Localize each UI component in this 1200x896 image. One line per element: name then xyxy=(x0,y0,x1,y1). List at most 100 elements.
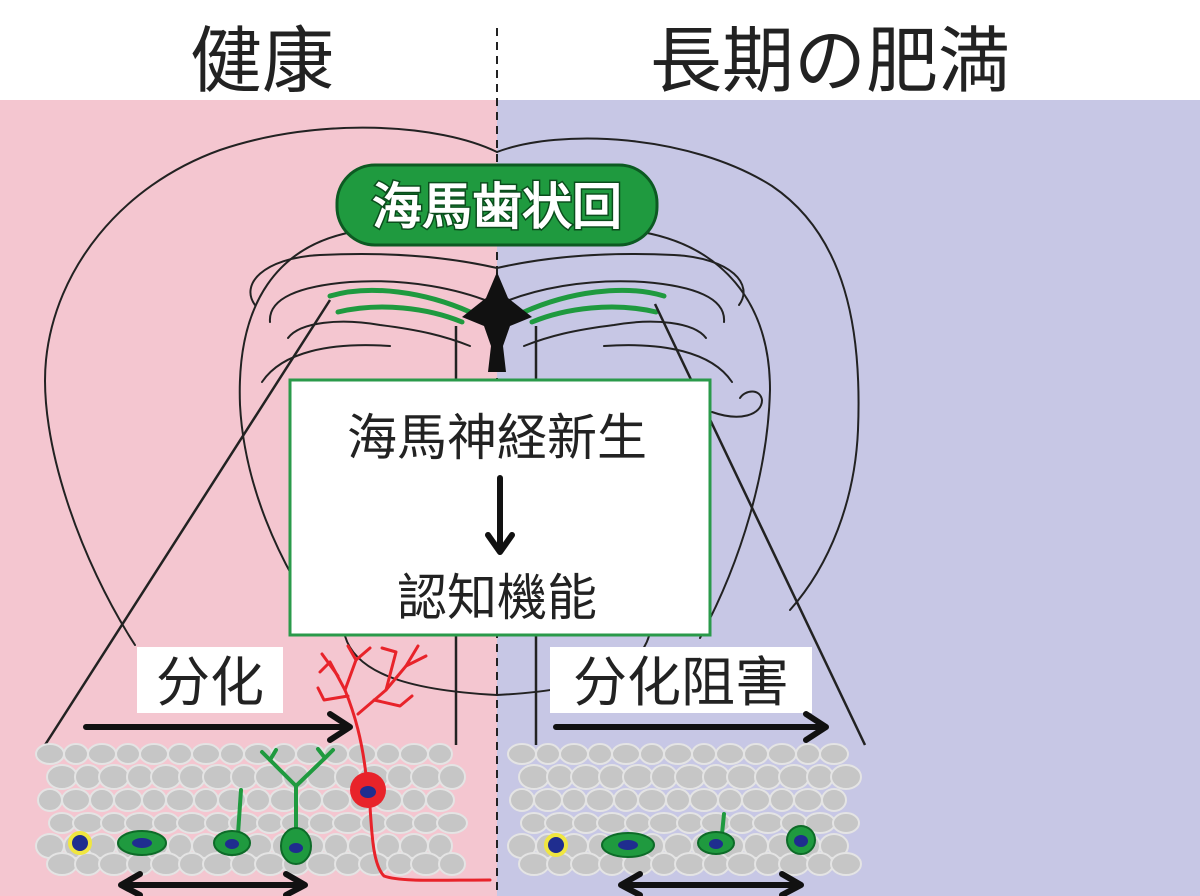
hippocampus-contour xyxy=(603,344,733,383)
differentiation-arrow xyxy=(83,711,353,743)
granule-cell xyxy=(598,764,626,790)
granule-cell xyxy=(204,812,232,834)
immature-neuron-process xyxy=(720,812,726,836)
neuron-axon xyxy=(368,804,492,882)
hippocampus-contour xyxy=(503,280,726,323)
granule-cell xyxy=(113,788,143,812)
granule-cell xyxy=(587,743,613,765)
granule-cell xyxy=(425,788,455,812)
granule-cell xyxy=(752,812,784,834)
granule-cell-layer-right xyxy=(507,743,862,876)
brain-outer-left xyxy=(44,126,498,646)
differentiation-label-text: 分化 xyxy=(156,651,264,714)
granule-cell xyxy=(193,788,219,812)
granule-cell xyxy=(533,788,563,812)
arrested-cell-nucleus xyxy=(794,835,808,847)
granule-cell xyxy=(613,788,639,812)
maturing-neuron-dendrites xyxy=(260,747,335,830)
granule-cell xyxy=(650,764,678,790)
granule-cell xyxy=(360,812,388,834)
granule-cell xyxy=(830,852,862,876)
hippocampus-contour xyxy=(287,320,471,347)
granule-cell xyxy=(375,743,401,765)
neural-stem-cell-right xyxy=(544,833,568,857)
granule-cell xyxy=(637,788,667,812)
granule-cell xyxy=(806,852,834,876)
hippocampus-left xyxy=(249,252,498,383)
proliferation-double-arrow-right xyxy=(618,871,804,896)
granule-cell xyxy=(321,788,351,812)
granule-cell xyxy=(821,788,847,812)
stem-cell-body xyxy=(68,831,92,855)
granule-cell xyxy=(717,788,743,812)
granule-cell xyxy=(559,743,589,765)
granule-cell xyxy=(332,812,364,834)
hippocampus-contour xyxy=(268,280,491,323)
granule-cell xyxy=(639,743,665,765)
hippocampus-contour xyxy=(249,252,498,306)
granule-cell xyxy=(230,764,258,790)
neuron-dendrites xyxy=(316,644,428,777)
granule-cell xyxy=(412,812,440,834)
dentate-gyrus-lower-blade xyxy=(529,304,659,325)
neurogenesis-box: 海馬神経新生 認知機能 xyxy=(288,378,712,637)
immature-neuron-process xyxy=(236,788,243,836)
granule-cell xyxy=(384,812,416,834)
granule-cell xyxy=(507,743,537,765)
granule-cell xyxy=(165,788,195,812)
granule-cell xyxy=(438,764,466,790)
granule-cell xyxy=(726,852,758,876)
dentate-gyrus-lower-blade xyxy=(335,304,465,325)
granule-cell xyxy=(650,852,678,876)
dentate-gyrus-label-text: 海馬歯状回 xyxy=(372,178,622,236)
differentiation-inhibition-label-text: 分化阻害 xyxy=(573,651,789,714)
granule-cell xyxy=(518,764,550,790)
granule-cell xyxy=(728,812,756,834)
granule-cell xyxy=(674,764,706,790)
granule-cell xyxy=(308,812,336,834)
zoom-line-left-diagonal xyxy=(43,299,332,746)
granule-cell xyxy=(141,788,167,812)
dendrite-branch xyxy=(404,644,420,668)
granule-cell xyxy=(622,764,654,790)
granule-cell xyxy=(87,743,117,765)
ventricle-loop-right xyxy=(711,390,764,418)
granule-cell xyxy=(37,788,63,812)
granule-cell xyxy=(438,852,466,876)
arrested-cell-right xyxy=(786,825,816,855)
granule-cell xyxy=(202,764,234,790)
granule-cell xyxy=(72,812,104,834)
dendrite-branch xyxy=(372,694,414,708)
dendrite-branch xyxy=(354,646,372,662)
hippocampus-right xyxy=(496,252,745,383)
granule-cell xyxy=(806,764,834,790)
granule-cell xyxy=(767,743,797,765)
granule-cell xyxy=(178,852,206,876)
granule-cell xyxy=(202,852,234,876)
granule-cell xyxy=(702,852,730,876)
granule-cell xyxy=(665,788,691,812)
granule-cell xyxy=(124,812,156,834)
granule-cell xyxy=(715,743,745,765)
progenitor-cell-nucleus xyxy=(618,840,638,850)
granule-cell xyxy=(572,812,600,834)
granule-cell xyxy=(726,764,758,790)
granule-cell xyxy=(399,743,429,765)
granule-cell xyxy=(769,788,795,812)
granule-cell xyxy=(98,852,130,876)
immature-neuron-nucleus xyxy=(225,839,239,849)
cognitive-function-text: 認知機能 xyxy=(397,569,597,627)
granule-cell xyxy=(191,743,221,765)
granule-cell xyxy=(624,812,652,834)
granule-cell xyxy=(819,743,849,765)
immature-neuron-right xyxy=(697,812,735,855)
hippocampus-contour xyxy=(261,344,391,383)
granule-cell xyxy=(410,852,442,876)
dentate-gyrus-upper-blade xyxy=(327,287,473,315)
granule-cell xyxy=(74,852,102,876)
granule-cell xyxy=(795,743,821,765)
granule-cell xyxy=(648,812,680,834)
progenitor-cell-right xyxy=(601,832,655,858)
granule-cell xyxy=(689,788,719,812)
